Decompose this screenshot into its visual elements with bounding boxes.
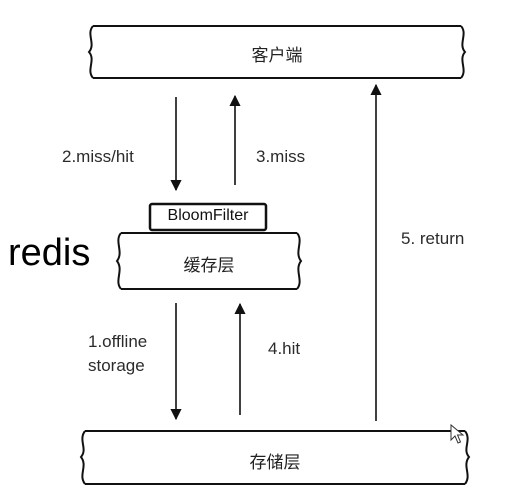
mouse-cursor-icon — [450, 423, 465, 444]
return-label: 5. return — [401, 229, 465, 248]
bloomfilter-label: BloomFilter — [167, 207, 249, 224]
client-layer-label: 客户端 — [251, 46, 303, 66]
client-layer-box — [87, 25, 467, 79]
miss-hit-label: 2.miss/hit — [62, 147, 134, 166]
bloomfilter-box — [148, 202, 268, 232]
cache-layer-box — [115, 232, 303, 290]
cache-layer-label: 缓存层 — [183, 256, 235, 276]
storage-layer-label: 存储层 — [249, 453, 301, 473]
hit-label: 4.hit — [268, 339, 301, 358]
storage-layer-box — [79, 430, 471, 485]
redis-label: redis — [8, 232, 91, 274]
miss-label: 3.miss — [256, 147, 306, 166]
offline-label-line2: storage — [88, 356, 145, 375]
offline-label-line1: 1.offline — [88, 332, 148, 351]
